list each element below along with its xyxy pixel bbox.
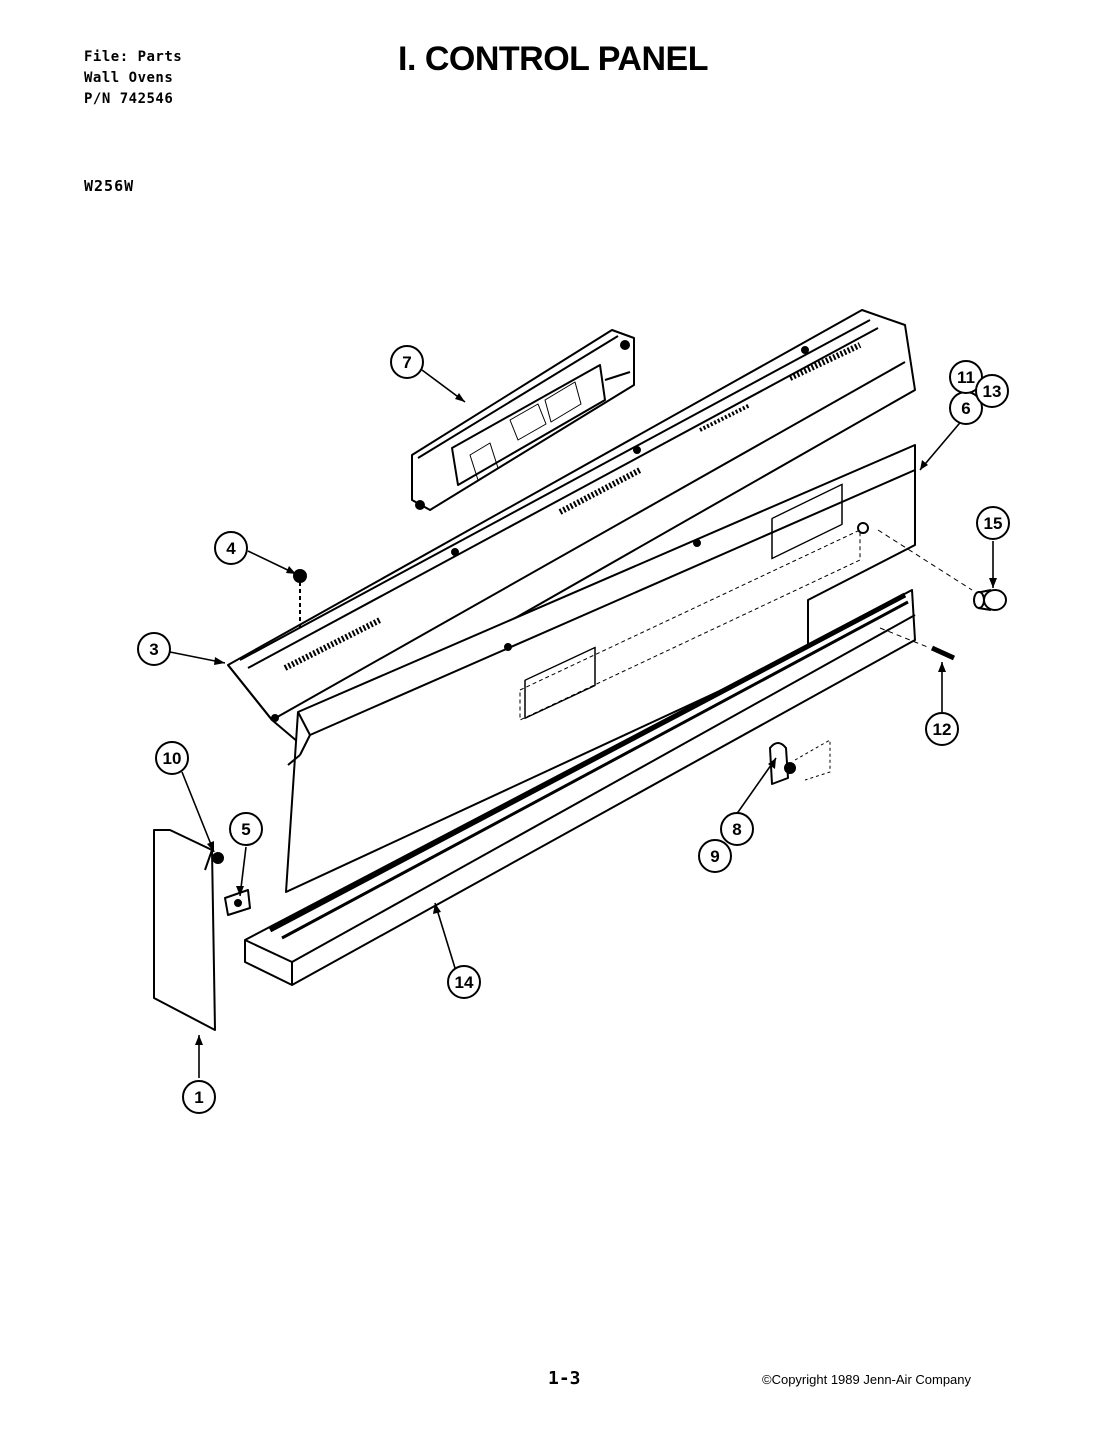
callout-14: 14 (447, 965, 481, 999)
copyright-notice: ©Copyright 1989 Jenn-Air Company (762, 1372, 972, 1387)
file-info: File: Parts Wall Ovens P/N 742546 (84, 47, 182, 110)
callout-11: 11 (949, 360, 983, 394)
product-line: Wall Ovens (84, 70, 174, 86)
part-12-pin (879, 627, 956, 661)
callout-5: 5 (229, 812, 263, 846)
part-6-control-overlay (285, 444, 916, 893)
callout-10: 10 (155, 741, 189, 775)
part-1-end-cap (153, 829, 216, 1031)
callout-6: 6 (949, 391, 983, 425)
callout-8: 8 (720, 812, 754, 846)
part-4-screw (293, 569, 307, 630)
callout-5-label: 5 (241, 820, 250, 839)
callout-3-label: 3 (149, 640, 158, 659)
page-number: 1-3 (548, 1368, 581, 1389)
model-number: W256W (84, 177, 135, 195)
part-7-control-board (411, 329, 635, 511)
callout-3: 3 (137, 632, 171, 666)
callout-13: 13 (975, 374, 1009, 408)
page-title: I. CONTROL PANEL (398, 40, 708, 78)
callout-4: 4 (214, 531, 248, 565)
callout-13-label: 13 (983, 382, 1002, 401)
callout-12-label: 12 (933, 720, 952, 739)
part-10-screw (212, 852, 224, 864)
callout-9-label: 9 (710, 847, 719, 866)
callout-14-label: 14 (455, 973, 474, 992)
callout-1-label: 1 (194, 1088, 203, 1107)
file-line: File: Parts (84, 49, 183, 65)
callout-4-label: 4 (226, 539, 236, 558)
callout-bubbles: 1 3 4 5 6 7 8 9 10 11 12 13 14 15 (137, 345, 1010, 1114)
part-5-bracket (224, 889, 251, 916)
callout-10-label: 10 (163, 749, 182, 768)
part-14-bottom-channel (244, 589, 916, 986)
callout-6-label: 6 (961, 399, 970, 418)
callout-9: 9 (698, 839, 732, 873)
callout-8-label: 8 (732, 820, 741, 839)
leader-arrowheads (195, 393, 997, 1045)
callout-15: 15 (976, 506, 1010, 540)
callout-11-label: 11 (957, 368, 975, 387)
callout-7: 7 (390, 345, 424, 379)
callout-12: 12 (925, 712, 959, 746)
callout-7-label: 7 (402, 353, 411, 372)
callout-15-label: 15 (984, 514, 1003, 533)
part-8-switch (769, 739, 831, 785)
part-number-line: P/N 742546 (84, 91, 174, 107)
callout-1: 1 (182, 1080, 216, 1114)
part-15-knob (877, 529, 1007, 611)
part-3-top-trim (227, 309, 916, 743)
